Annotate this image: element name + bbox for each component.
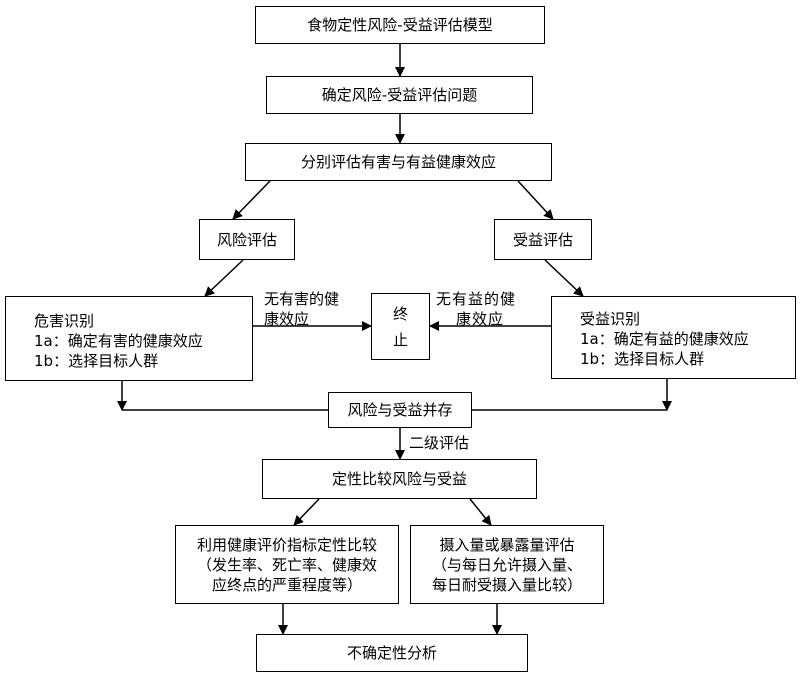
health-indicator-line-2: （发生率、死亡率、健康效 <box>196 555 377 574</box>
intake-assess-line-3: 每日耐受摄入量比较） <box>431 575 582 594</box>
uncertainty-text: 不确定性分析 <box>346 644 437 662</box>
arrow-benefit-to-benefitid <box>544 259 584 297</box>
hazard-id-title: 危害识别 <box>34 312 95 330</box>
arrow-risk-to-hazard <box>204 259 244 297</box>
intake-assess-line-1: 摄入量或暴露量评估 <box>439 535 575 554</box>
coexist-box: 风险与受益并存 <box>328 392 472 428</box>
no-benefit-label: 无有益的健 康效应 <box>436 289 516 329</box>
health-indicator-line-1: 利用健康评价指标定性比较 <box>196 535 377 554</box>
qualitative-compare-text: 定性比较风险与受益 <box>331 470 467 488</box>
no-benefit-label-line-1: 无有益的健 <box>436 290 517 308</box>
health-indicator-box: 利用健康评价指标定性比较 （发生率、死亡率、健康效 应终点的严重程度等） <box>175 525 399 604</box>
define-problem-box: 确定风险-受益评估问题 <box>266 76 533 114</box>
coexist-text: 风险与受益并存 <box>347 401 453 419</box>
hazard-id-line-b: 1b：选择目标人群 <box>34 352 159 370</box>
benefit-assess-box: 受益评估 <box>494 219 592 260</box>
separate-assess-box: 分别评估有害与有益健康效应 <box>245 143 552 181</box>
define-problem-text: 确定风险-受益评估问题 <box>321 86 478 104</box>
risk-assess-text: 风险评估 <box>216 230 277 249</box>
uncertainty-box: 不确定性分析 <box>256 634 528 672</box>
intake-assess-box: 摄入量或暴露量评估 （与每日允许摄入量、 每日耐受摄入量比较） <box>410 525 604 604</box>
hazard-id-line-a: 1a：确定有害的健康效应 <box>34 332 203 350</box>
no-harm-label-line-1: 无有害的健 <box>264 290 340 308</box>
risk-assess-box: 风险评估 <box>199 219 295 260</box>
health-indicator-line-3: 应终点的严重程度等） <box>211 575 362 594</box>
no-harm-label: 无有害的健 康效应 <box>264 289 339 329</box>
benefit-id-line-a: 1a：确定有益的健康效应 <box>580 330 749 348</box>
terminate-box: 终 止 <box>371 293 430 360</box>
secondary-assess-label: 二级评估 <box>409 434 470 452</box>
arrow-separate-to-benefit <box>517 180 554 220</box>
intake-assess-line-2: （与每日允许摄入量、 <box>431 555 582 574</box>
no-benefit-label-line-2: 康效应 <box>456 310 505 328</box>
benefit-id-box: 受益识别 1a：确定有益的健康效应 1b：选择目标人群 <box>551 296 796 379</box>
hazard-id-box: 危害识别 1a：确定有害的健康效应 1b：选择目标人群 <box>5 296 253 381</box>
terminate-char-1: 终 <box>392 304 408 323</box>
benefit-assess-text: 受益评估 <box>512 230 573 249</box>
terminate-char-2: 止 <box>392 330 408 349</box>
benefit-id-title: 受益识别 <box>580 310 641 328</box>
separate-assess-text: 分别评估有害与有益健康效应 <box>300 153 496 171</box>
no-harm-label-line-2: 康效应 <box>264 310 310 328</box>
arrow-compare-to-health <box>293 498 320 526</box>
benefit-id-line-b: 1b：选择目标人群 <box>580 350 705 368</box>
qualitative-compare-box: 定性比较风险与受益 <box>262 459 537 499</box>
model-title: 食物定性风险-受益评估模型 <box>307 16 493 34</box>
model-title-box: 食物定性风险-受益评估模型 <box>255 6 545 44</box>
arrow-compare-to-intake <box>469 498 492 526</box>
arrow-separate-to-risk <box>232 180 271 220</box>
